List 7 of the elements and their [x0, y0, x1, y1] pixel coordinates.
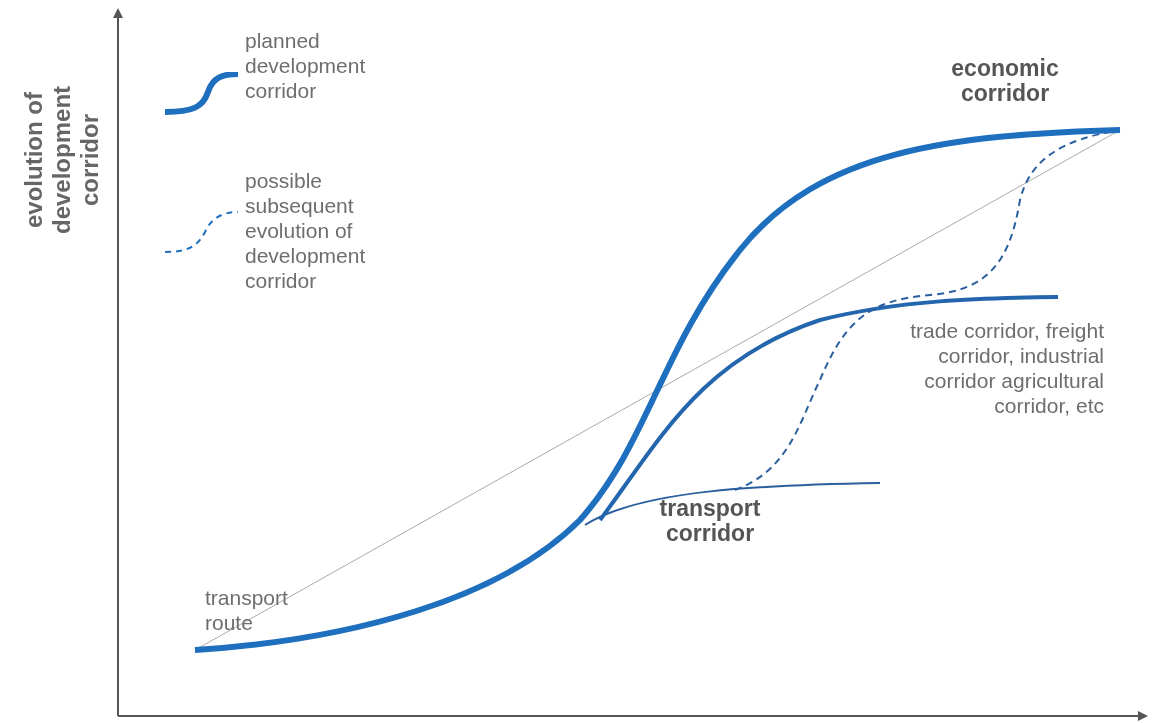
legend-text: planned development corridor [245, 28, 367, 103]
legend-text: possible subsequent evolution of development corridor [245, 168, 367, 293]
curve-label: transport corridor [658, 496, 762, 546]
axis-label: evolution of development corridor [20, 85, 104, 236]
curve-label: economic corridor [950, 56, 1060, 106]
curve-label: transport route [205, 585, 289, 635]
curve-label: trade corridor, freight corridor, industrial corridor agricultural corridor, etc [909, 318, 1104, 418]
